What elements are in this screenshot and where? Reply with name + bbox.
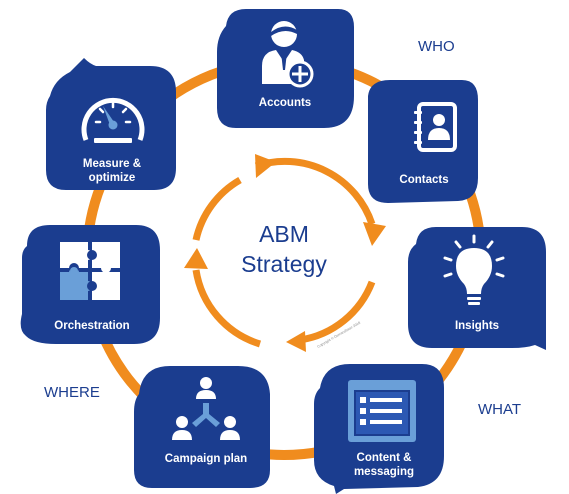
node-insights: Insights (408, 227, 546, 350)
node-campaign-plan: Campaign plan (134, 366, 270, 488)
user-plus-icon (262, 21, 314, 88)
cycle-arrowhead-3 (184, 248, 208, 269)
people-network-icon (172, 377, 240, 440)
node-label-line2: optimize (89, 172, 136, 184)
side-label-where: WHERE (44, 384, 100, 401)
node-orchestration: Orchestration (20, 225, 160, 344)
cycle-arc-4 (192, 176, 242, 241)
puzzle-icon (60, 242, 120, 300)
center-title-line1: ABM (259, 221, 309, 247)
node-bubble (368, 80, 478, 203)
node-label-line2: messaging (354, 466, 414, 478)
center-title-line2: Strategy (241, 251, 327, 277)
node-label-line1: Content & (357, 452, 412, 464)
cycle-arc-3 (192, 269, 262, 348)
node-measure-optimize: Measure & optimize (46, 58, 176, 190)
address-book-icon (414, 102, 457, 152)
speedometer-icon (81, 97, 145, 143)
node-label: Orchestration (54, 320, 129, 332)
node-label-line1: Measure & (83, 158, 141, 170)
node-accounts: Accounts (217, 9, 354, 128)
list-document-icon (348, 380, 416, 442)
cycle-arrowhead-2 (286, 331, 306, 352)
cycle-arc-1 (254, 157, 376, 226)
lightbulb-icon (443, 234, 505, 305)
node-bubble (134, 366, 270, 488)
side-label-what: WHAT (478, 401, 521, 418)
node-contacts: Contacts (368, 80, 478, 203)
cycle-arrows (184, 154, 386, 352)
side-label-who: WHO (418, 38, 455, 55)
node-content-messaging: Content & messaging (314, 364, 444, 494)
node-label: Campaign plan (165, 453, 247, 465)
cycle-arrowhead-1 (363, 222, 386, 246)
node-label: Contacts (399, 174, 448, 186)
node-label: Insights (455, 320, 499, 332)
cycle-arrowhead-0 (255, 154, 276, 178)
node-label: Accounts (259, 97, 311, 109)
cycle-arc-2 (299, 280, 376, 344)
